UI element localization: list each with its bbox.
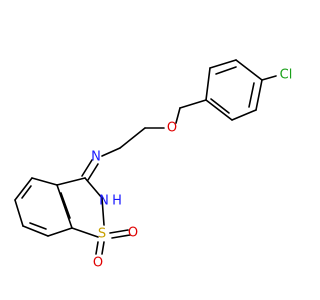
bond-ring1-f (205, 67, 211, 101)
chlorobenzene-ring (205, 59, 263, 121)
bond-ring1-c (255, 79, 263, 111)
bond-s-c7a (71, 227, 99, 238)
bond-ring1-double-3 (210, 98, 230, 114)
sulfonyl-oxygen-right-label: O (128, 226, 138, 241)
bond-ring1-double-2 (248, 82, 255, 108)
bond-ring2-e (47, 227, 73, 237)
bond-ring1-b (235, 59, 263, 81)
chlorine-label: Cl (280, 68, 293, 83)
fused-benzene-ring (14, 177, 73, 237)
ether-oxygen-label: O (167, 121, 177, 136)
bond-c-cl (261, 75, 277, 81)
bond-s-o-right-1 (109, 229, 129, 234)
ring-nitrogen-label: N (99, 194, 109, 209)
bond-ring1-a (209, 59, 237, 69)
imine-nitrogen-label: N (91, 150, 101, 165)
bond-ring1-e (205, 99, 233, 121)
molecule-canvas: Cl O N N H S O O (14, 59, 293, 271)
bond-imine-2 (81, 159, 93, 177)
bond-ring1-d (231, 109, 257, 121)
bond-s-o-bottom-1 (95, 241, 99, 255)
structure-drawing: Cl O N N H S O O (14, 59, 293, 271)
bond-ring2-shared (56, 184, 73, 229)
bond-ring2-double-1 (21, 185, 32, 199)
bond-ring-ch2 (179, 99, 207, 109)
bond-ch2-o (175, 107, 181, 124)
bond-ch2-n (101, 147, 121, 157)
bond-ring2-c (14, 199, 24, 227)
bond-ring2-a (31, 177, 58, 186)
bond-c3-c3a (56, 177, 86, 186)
bond-ring1-double-1 (215, 66, 237, 75)
bond-ring2-b (14, 177, 33, 201)
bond-n-s (101, 197, 105, 226)
bond-ring2-double-3 (60, 192, 71, 219)
sulfur-label: S (98, 227, 106, 242)
bond-ring2-d (22, 225, 49, 237)
ring-nitrogen-hydrogen-label: H (112, 194, 122, 209)
bond-c3-n (84, 177, 103, 199)
bond-ch2-ch2 (119, 127, 146, 149)
bond-ring2-double-2 (29, 222, 47, 230)
bond-s-o-right-2 (111, 234, 131, 239)
bond-imine-1 (87, 163, 99, 181)
sulfonyl-oxygen-bottom-label: O (93, 256, 103, 271)
bond-s-o-bottom-2 (101, 241, 105, 255)
